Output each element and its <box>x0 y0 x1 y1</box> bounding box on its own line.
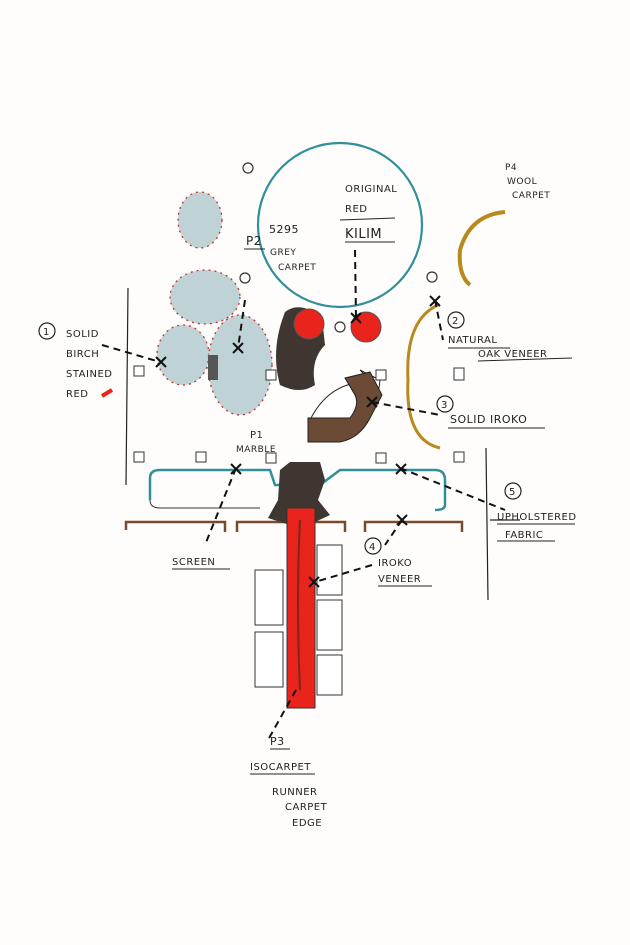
runner-label-3: EDGE <box>292 818 322 829</box>
p3-label-1: ISOCARPET <box>250 762 311 773</box>
n1-label-1: SOLID <box>66 329 99 340</box>
kilim-label-2: RED <box>345 204 367 215</box>
chairs <box>254 544 343 696</box>
p1-label-1: MARBLE <box>236 445 276 455</box>
n1-label-3: STAINED <box>66 369 112 380</box>
n4-label-2: VENEER <box>378 574 421 585</box>
number-circles <box>38 311 522 555</box>
p2-code: P2 <box>246 234 262 248</box>
p4-label-1: WOOL <box>507 177 537 187</box>
column-squares <box>133 365 465 464</box>
n2-label-1: NATURAL <box>448 335 497 346</box>
n2-label-2: OAK VENEER <box>478 349 548 360</box>
leader-lines <box>101 249 506 741</box>
n2: 2 <box>452 316 459 327</box>
marker-crosses <box>155 295 441 588</box>
n1-label-4: RED <box>66 389 88 400</box>
oak-veneer-curve <box>406 303 441 450</box>
red-swatch <box>100 388 114 398</box>
p2-label-1: 5295 <box>269 223 299 236</box>
runner-label-1: RUNNER <box>272 787 318 798</box>
kilim-label-1: ORIGINAL <box>345 184 397 195</box>
n4-label-1: IROKO <box>378 558 412 569</box>
n5-label-2: FABRIC <box>505 530 543 541</box>
red-stool-1 <box>293 308 325 340</box>
n5-label-1: UPHOLSTERED <box>497 512 577 523</box>
n4: 4 <box>369 542 376 553</box>
n3: 3 <box>441 400 448 411</box>
n1-label-2: BIRCH <box>66 349 99 360</box>
wall-lines <box>125 287 520 601</box>
screen-label: SCREEN <box>172 557 215 568</box>
kilim-rug-circle <box>256 141 424 309</box>
upholstered-bench <box>148 468 447 512</box>
kilim-label-3: KILIM <box>345 227 382 242</box>
p1-code: P1 <box>250 430 263 441</box>
p3-code: P3 <box>270 735 285 748</box>
column-circles <box>239 162 438 333</box>
p4-code: P4 <box>505 163 517 173</box>
wool-carpet-curve <box>457 210 506 287</box>
p4-label-2: CARPET <box>512 191 550 201</box>
grey-carpet-rugs <box>156 191 273 416</box>
runner-carpet <box>286 507 316 709</box>
n1: 1 <box>43 327 50 338</box>
runner-label-2: CARPET <box>285 802 328 813</box>
side-table <box>208 355 218 380</box>
n3-label-1: SOLID IROKO <box>450 413 527 426</box>
n5: 5 <box>509 487 516 498</box>
p2-label-3: CARPET <box>278 263 316 273</box>
p2-label-2: GREY <box>270 248 296 258</box>
label-underlines <box>172 217 575 775</box>
iroko-bench-slats <box>307 371 383 443</box>
